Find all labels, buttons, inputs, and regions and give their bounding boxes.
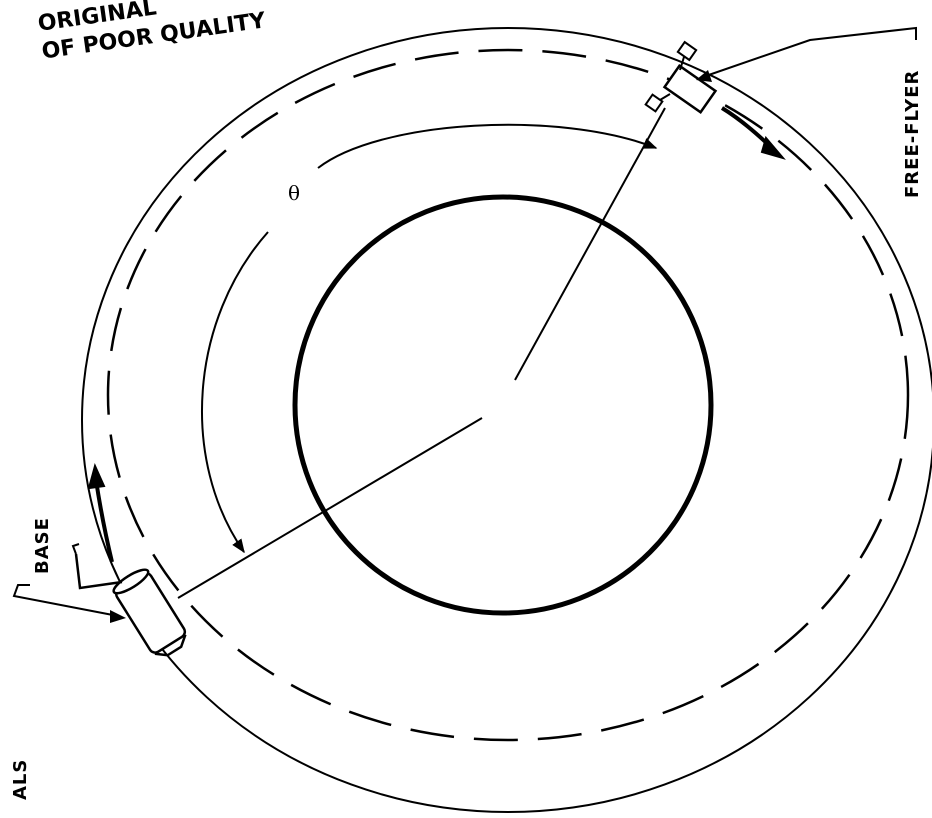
base-spacecraft — [73, 544, 191, 662]
theta-angle-arc — [202, 125, 656, 552]
radius-line-free-flyer — [515, 108, 665, 380]
theta-label: θ — [288, 181, 300, 205]
outer-orbit-ring — [82, 28, 932, 812]
free-flyer-label: FREE-FLYER — [902, 70, 923, 198]
base-leader-line — [14, 585, 118, 616]
original-stamp: ORIGINAL OF POOR QUALITY — [36, 0, 268, 65]
central-body — [295, 197, 711, 613]
edge-fragment-label: ALS — [10, 759, 31, 800]
dashed-orbit-ring — [108, 50, 908, 740]
base-motion-arrow — [96, 480, 112, 562]
base-label: BASE — [32, 517, 53, 574]
free-flyer-leader-line — [700, 28, 916, 78]
radius-line-base — [178, 418, 482, 598]
